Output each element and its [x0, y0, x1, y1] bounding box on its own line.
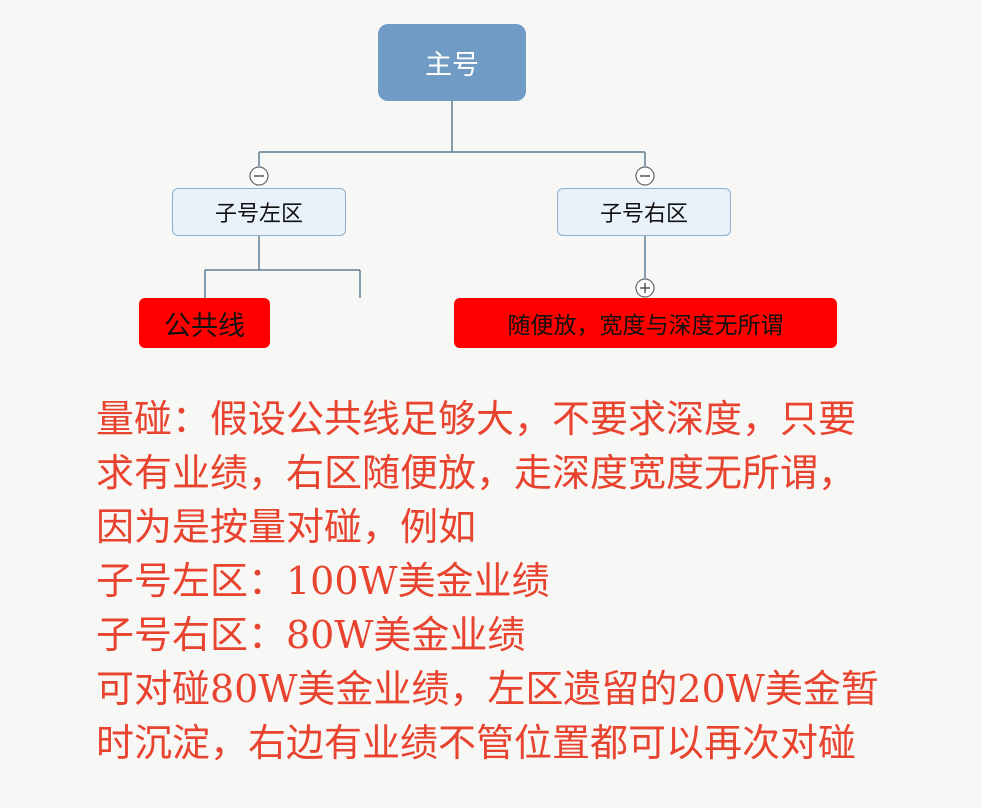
leaf-node-left-label: 公共线 [164, 310, 245, 342]
leaf-node-right-label: 随便放，宽度与深度无所谓 [507, 313, 784, 339]
child-node-left-label: 子号左区 [214, 202, 303, 227]
root-node[interactable]: 主号 [378, 24, 526, 101]
description-line: 量碰：假设公共线足够大，不要求深度，只要 [96, 397, 857, 441]
description-line: 时沉淀，右边有业绩不管位置都可以再次对碰 [96, 721, 857, 765]
minus-circle-icon[interactable] [249, 166, 269, 186]
child-node-right[interactable]: 子号右区 [557, 188, 731, 236]
leaf-node-right[interactable]: 随便放，宽度与深度无所谓 [454, 298, 837, 348]
description-line: 子号右区：80W美金业绩 [96, 613, 526, 657]
description-line: 求有业绩，右区随便放，走深度宽度无所谓， [96, 451, 857, 495]
child-node-left[interactable]: 子号左区 [172, 188, 346, 236]
description-line: 子号左区：100W美金业绩 [96, 559, 550, 603]
description-text: 量碰：假设公共线足够大，不要求深度，只要 求有业绩，右区随便放，走深度宽度无所谓… [96, 392, 966, 770]
child-node-right-label: 子号右区 [599, 202, 688, 227]
plus-circle-icon[interactable] [635, 278, 655, 298]
description-line: 因为是按量对碰，例如 [96, 505, 477, 549]
minus-circle-icon[interactable] [635, 166, 655, 186]
leaf-node-left[interactable]: 公共线 [139, 298, 270, 348]
root-node-label: 主号 [425, 50, 479, 81]
description-line: 可对碰80W美金业绩，左区遗留的20W美金暂 [96, 667, 879, 711]
